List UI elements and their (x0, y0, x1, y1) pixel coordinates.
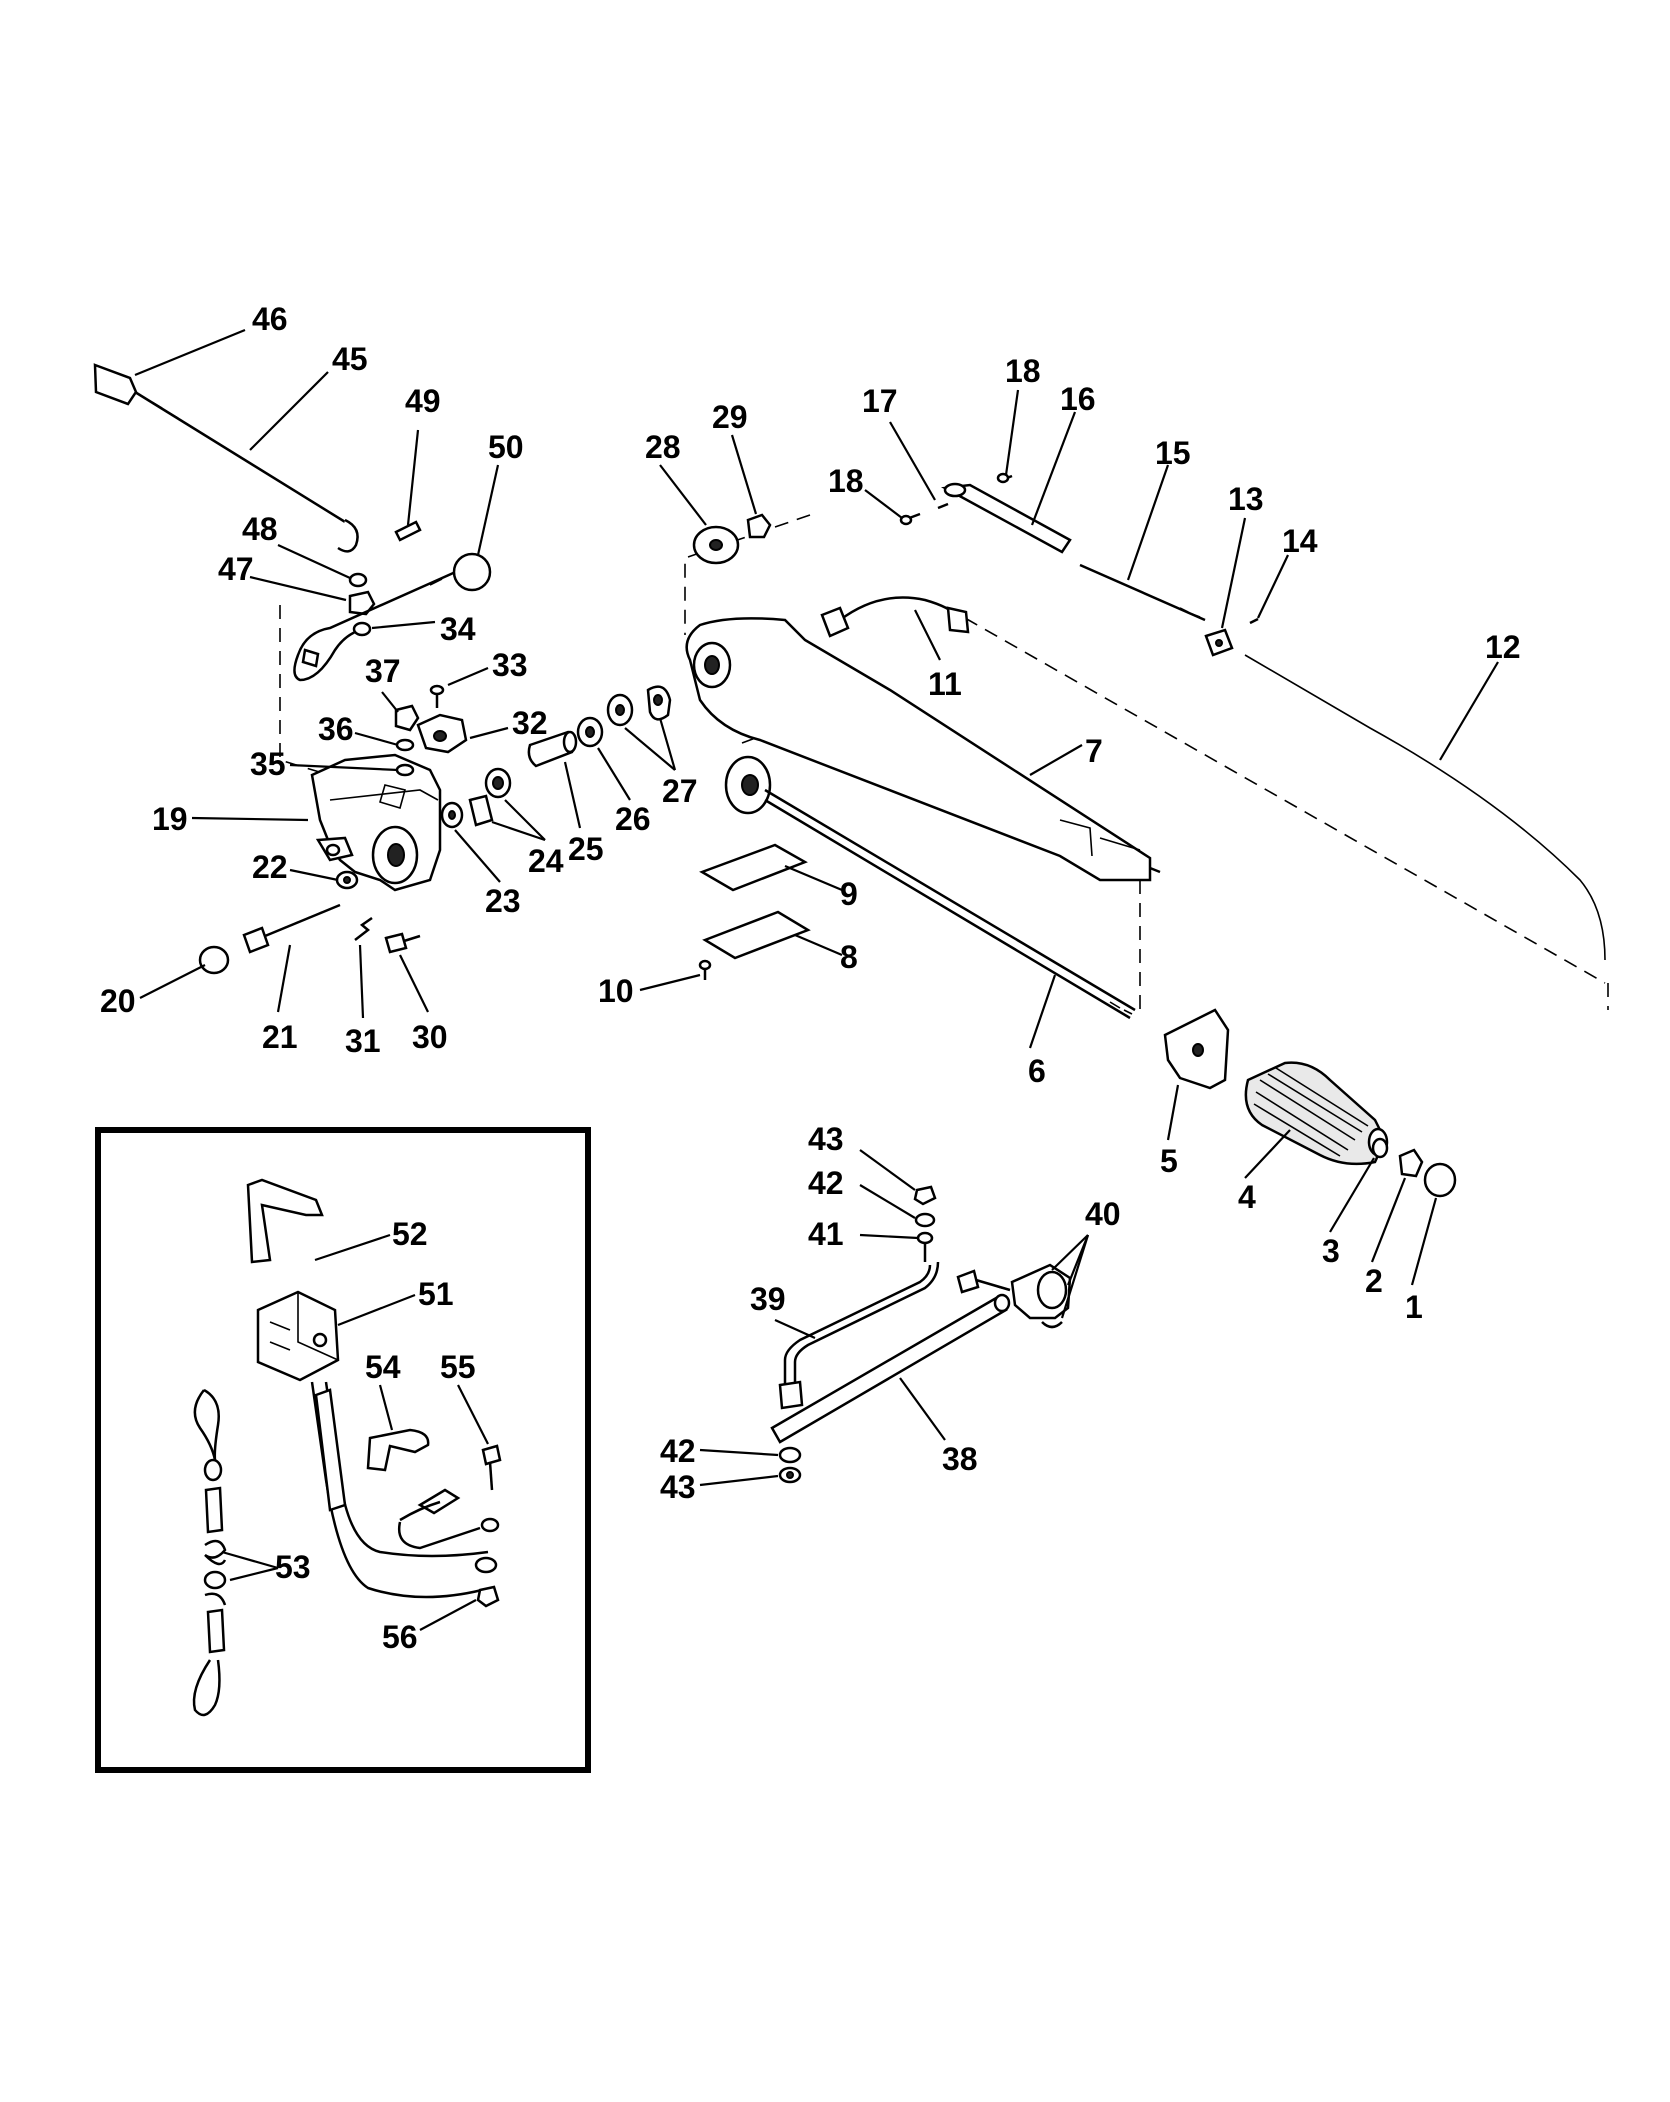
callout-13: 13 (1228, 481, 1264, 517)
callout-12: 12 (1485, 629, 1521, 665)
callout-11: 11 (928, 666, 962, 702)
callout-4: 4 (1238, 1179, 1256, 1215)
callout-45: 45 (332, 341, 368, 377)
callout-7: 7 (1085, 733, 1103, 769)
callout-54: 54 (365, 1349, 401, 1385)
callout-17: 17 (862, 383, 898, 419)
callout-23: 23 (485, 883, 521, 919)
callout-10: 10 (598, 973, 634, 1009)
shaft-hardware (440, 685, 672, 829)
inset-frame (95, 1127, 591, 1773)
throttle-rod-assembly (93, 363, 492, 682)
callout-55: 55 (440, 1349, 476, 1385)
callout-31: 31 (345, 1023, 381, 1059)
callout-39: 39 (750, 1281, 786, 1317)
callout-labels: 46 45 49 50 48 47 34 37 33 36 32 35 19 2… (100, 301, 1521, 1655)
callout-14: 14 (1282, 523, 1318, 559)
callout-16: 16 (1060, 381, 1096, 417)
control-housing-group (198, 684, 468, 975)
callout-38: 38 (942, 1441, 978, 1477)
callout-51: 51 (418, 1276, 454, 1312)
callout-50: 50 (488, 429, 524, 465)
callout-48: 48 (242, 511, 278, 547)
inset-detail (95, 1127, 591, 1773)
callout-1: 1 (1405, 1289, 1423, 1325)
callout-43-bottom: 43 (660, 1469, 696, 1505)
callout-47: 47 (218, 551, 254, 587)
callout-22: 22 (252, 849, 288, 885)
callout-25: 25 (568, 831, 604, 867)
callout-40: 40 (1085, 1196, 1121, 1232)
callout-24: 24 (528, 843, 564, 879)
steering-shaft (698, 755, 1136, 1020)
callout-29: 29 (712, 399, 748, 435)
callout-56: 56 (382, 1619, 418, 1655)
callout-42-bottom: 42 (660, 1433, 696, 1469)
leader-lines (134, 328, 1499, 1631)
callout-2: 2 (1365, 1263, 1383, 1299)
callout-49: 49 (405, 383, 441, 419)
callout-35: 35 (250, 746, 286, 782)
callout-33: 33 (492, 647, 528, 683)
linkage-rod (899, 472, 1606, 961)
callout-21: 21 (262, 1019, 298, 1055)
callout-19: 19 (152, 801, 188, 837)
callout-53: 53 (275, 1549, 311, 1585)
callout-20: 20 (100, 983, 136, 1019)
grip-assembly (1163, 1008, 1457, 1198)
callout-18-top: 18 (1005, 353, 1041, 389)
callout-37: 37 (365, 653, 401, 689)
callout-32: 32 (512, 705, 548, 741)
callout-18-left: 18 (828, 463, 864, 499)
callout-28: 28 (645, 429, 681, 465)
callout-46: 46 (252, 301, 288, 337)
callout-42-top: 42 (808, 1165, 844, 1201)
callout-3: 3 (1322, 1233, 1340, 1269)
tiller-arm (685, 596, 1161, 882)
callout-5: 5 (1160, 1143, 1178, 1179)
callout-6: 6 (1028, 1053, 1046, 1089)
callout-15: 15 (1155, 435, 1191, 471)
lower-linkage (770, 1185, 1072, 1484)
callout-8: 8 (840, 939, 858, 975)
callout-27: 27 (662, 773, 698, 809)
callout-34: 34 (440, 611, 476, 647)
callout-30: 30 (412, 1019, 448, 1055)
washer-and-nut-top (692, 513, 772, 565)
callout-43-top: 43 (808, 1121, 844, 1157)
callout-26: 26 (615, 801, 651, 837)
callout-52: 52 (392, 1216, 428, 1252)
callout-36: 36 (318, 711, 354, 747)
callout-9: 9 (840, 876, 858, 912)
callout-41: 41 (808, 1216, 844, 1252)
